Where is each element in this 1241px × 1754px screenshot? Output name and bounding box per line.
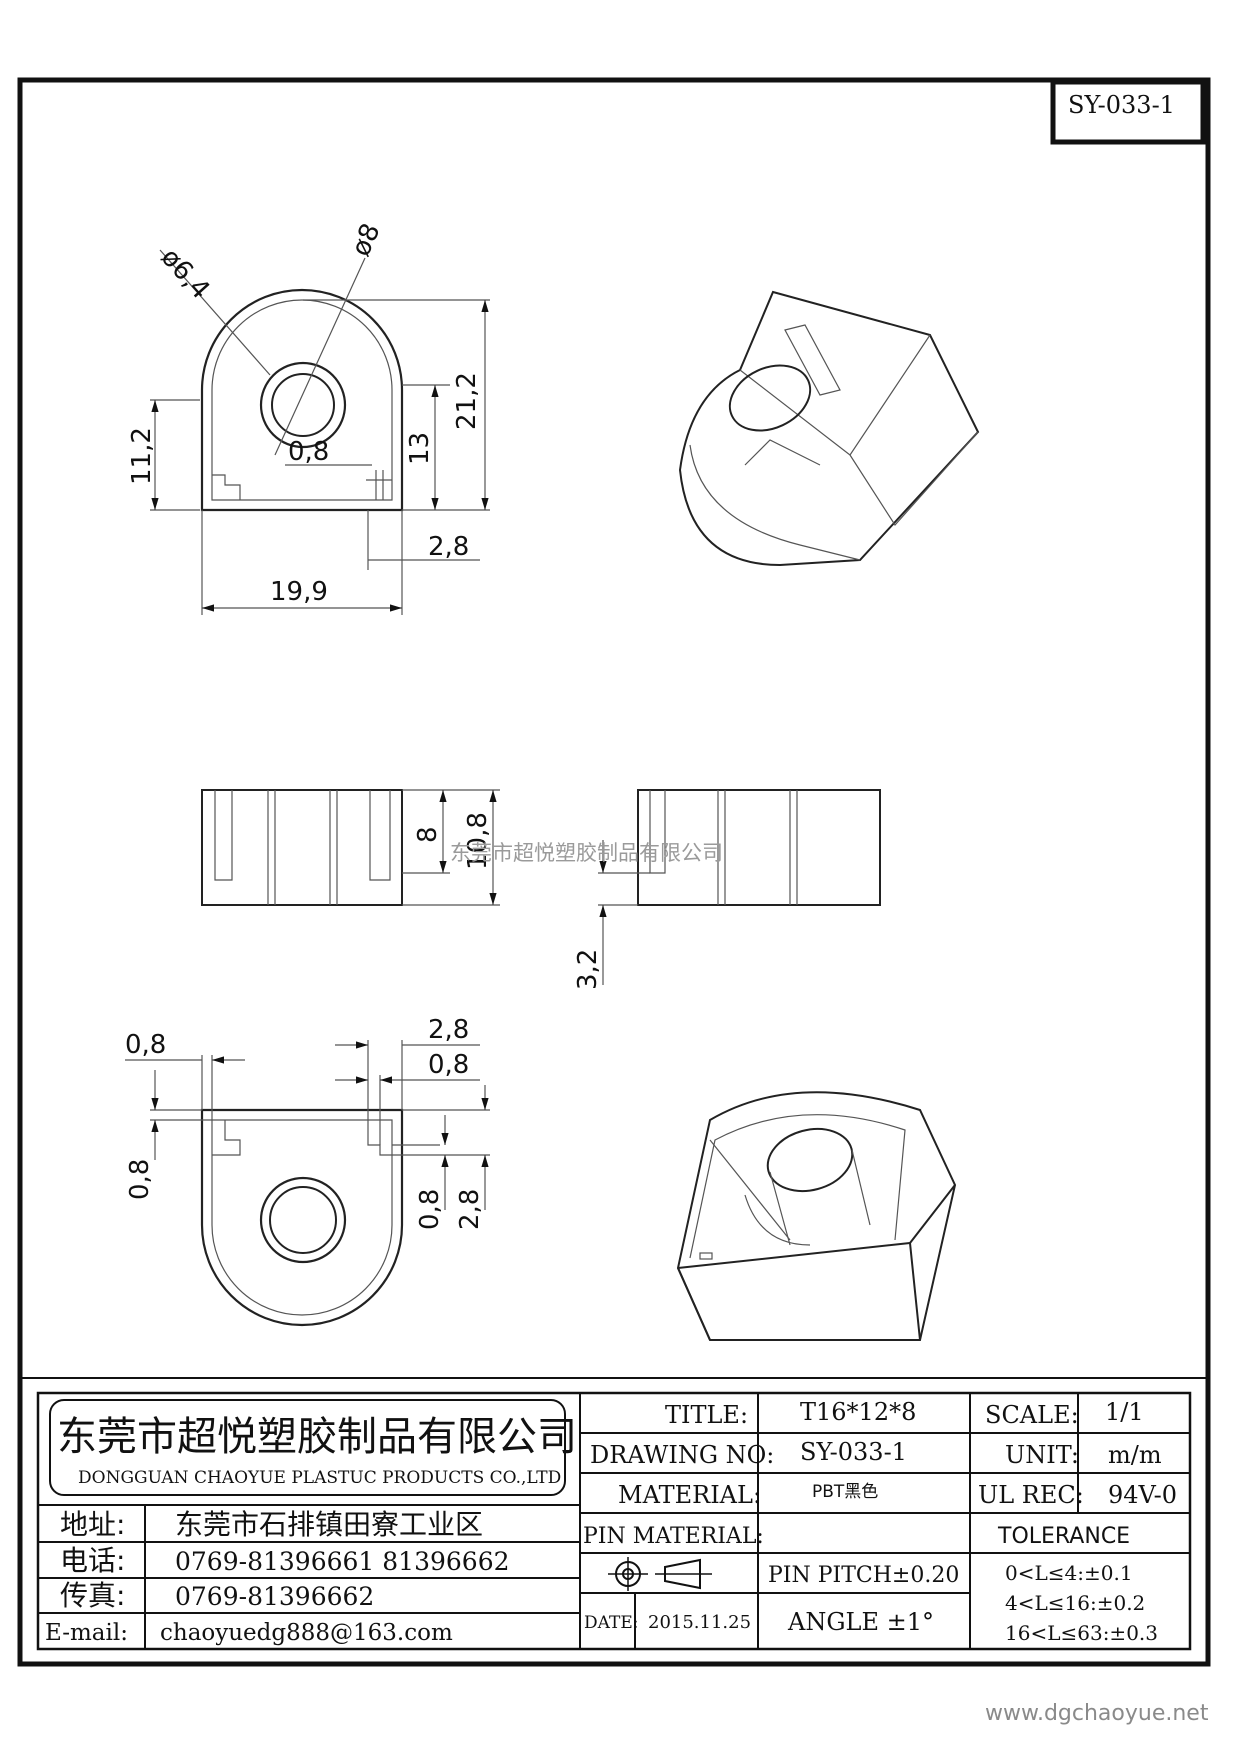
- address-label: 地址:: [60, 1508, 125, 1541]
- phone-label: 电话:: [60, 1544, 125, 1577]
- iso-view-bottom: [676, 1091, 957, 1341]
- address-value: 东莞市石排镇田寮工业区: [175, 1508, 483, 1541]
- unit-value: m/m: [1108, 1441, 1162, 1469]
- dim-height-13: 13: [405, 432, 435, 465]
- ul-rec-value: 94V-0: [1108, 1481, 1177, 1509]
- company-name-en: DONGGUAN CHAOYUE PLASTUC PRODUCTS CO.,LT…: [78, 1468, 561, 1488]
- drawing-no-value: SY-033-1: [800, 1438, 907, 1466]
- tolerance-3: 16<L≤63:±0.3: [1005, 1621, 1158, 1645]
- sheet-border: [17, 77, 1211, 1667]
- dim-bottom-slot-wall: 0,8: [428, 1050, 469, 1080]
- drawing-id-box: SY-033-1: [1050, 79, 1206, 145]
- dim-height-total: 21,2: [452, 372, 482, 430]
- ul-rec-label: UL REC:: [978, 1481, 1084, 1509]
- email-label: E-mail:: [45, 1620, 128, 1646]
- pin-material-label: PIN MATERIAL:: [583, 1524, 764, 1549]
- fax-value: 0769-81396662: [175, 1582, 374, 1611]
- pin-pitch: PIN PITCH±0.20: [768, 1563, 959, 1588]
- top-view: ø6,4 ø8 21,2 11,2 13 0,8 2,8 19,9: [127, 219, 490, 615]
- date-label: DATE:: [584, 1613, 638, 1633]
- unit-label: UNIT:: [1005, 1441, 1079, 1469]
- front-view: 8 10,8: [201, 789, 500, 906]
- dim-bottom-slot: 2,8: [428, 1015, 469, 1045]
- title-value: T16*12*8: [800, 1398, 916, 1426]
- dim-offset: 3,2: [573, 949, 603, 990]
- fax-label: 传真:: [60, 1579, 125, 1612]
- title-label: TITLE:: [665, 1401, 748, 1429]
- bottom-view: 0,8 2,8 0,8 0,8 0,8 2,8: [125, 1015, 490, 1327]
- material-value: PBT黑色: [812, 1482, 878, 1502]
- drawing-no-label: DRAWING NO:: [590, 1441, 774, 1469]
- company-name-cn: 东莞市超悦塑胶制品有限公司: [57, 1414, 577, 1460]
- iso-view-top: [678, 290, 980, 567]
- material-label: MATERIAL:: [618, 1481, 761, 1509]
- scale-value: 1/1: [1105, 1398, 1144, 1426]
- dim-phi-inner: ø6,4: [155, 243, 216, 306]
- watermark: 东莞市超悦塑胶制品有限公司: [450, 841, 723, 865]
- dim-slot: 2,8: [428, 532, 469, 562]
- dim-bottom-left-side: 0,8: [125, 1159, 155, 1200]
- email-value: chaoyuedg888@163.com: [160, 1620, 453, 1646]
- dim-side-height: 10,8: [463, 812, 493, 870]
- dim-width: 19,9: [270, 577, 328, 607]
- title-block: 东莞市超悦塑胶制品有限公司 DONGGUAN CHAOYUE PLASTUC P…: [20, 1377, 1208, 1651]
- angle: ANGLE ±1°: [787, 1608, 934, 1636]
- tolerance-2: 4<L≤16:±0.2: [1005, 1591, 1145, 1615]
- phone-value: 0769-81396661 81396662: [175, 1547, 510, 1576]
- website: www.dgchaoyue.net: [985, 1701, 1209, 1726]
- drawing-id: SY-033-1: [1068, 91, 1175, 119]
- tolerance-label: TOLERANCE: [997, 1524, 1130, 1549]
- dim-height-side: 11,2: [127, 427, 157, 485]
- dim-bottom-right-slot: 2,8: [455, 1189, 485, 1230]
- dim-bottom-left-top: 0,8: [125, 1030, 166, 1060]
- dim-wall: 0,8: [288, 437, 329, 467]
- side-view: 3,2: [573, 789, 881, 990]
- dim-side-8: 8: [413, 826, 443, 843]
- tolerance-1: 0<L≤4:±0.1: [1005, 1561, 1133, 1585]
- dim-phi-outer: ø8: [346, 219, 387, 261]
- date-value: 2015.11.25: [648, 1612, 751, 1633]
- projection-symbol: [608, 1557, 712, 1591]
- dim-bottom-right-side: 0,8: [415, 1189, 445, 1230]
- scale-label: SCALE:: [985, 1401, 1079, 1429]
